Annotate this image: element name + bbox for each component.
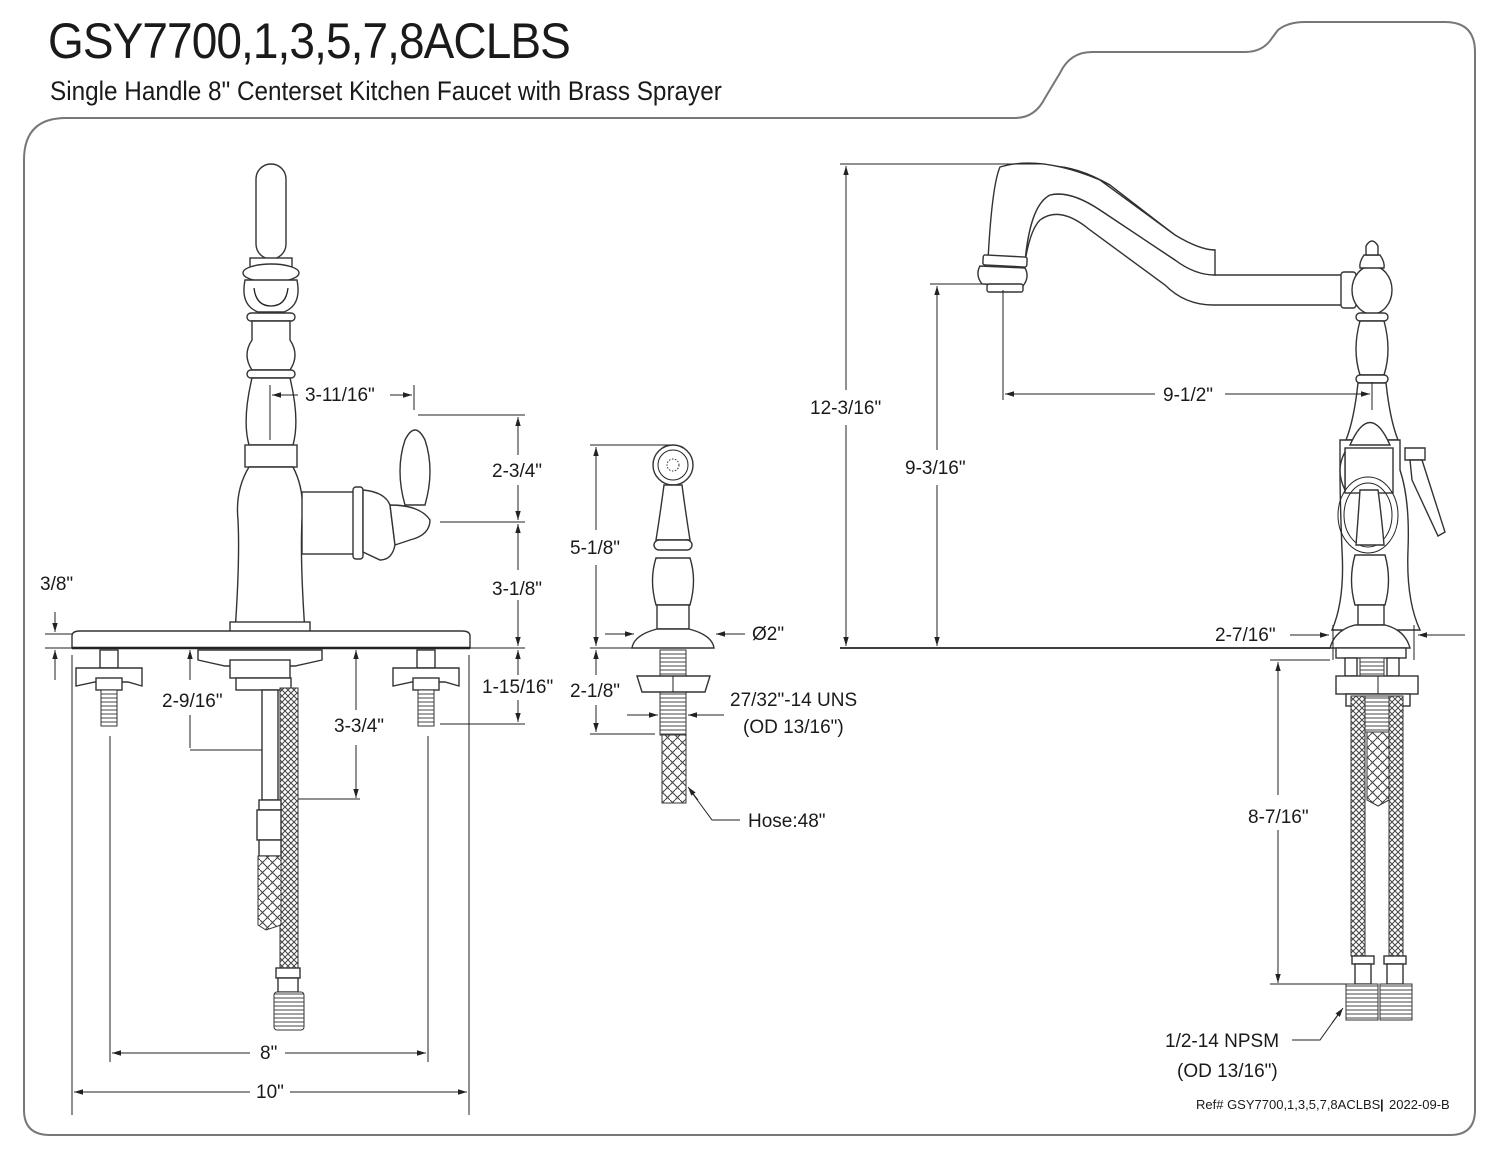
- dim-supply-od: (OD 13/16"): [1177, 1061, 1278, 1082]
- dim-bolt-length: 1-15/16": [482, 677, 553, 698]
- front-view-dimensions: 3-11/16" 2-3/4" 3-1/8" 3/8" 2-9/16" 3-3/…: [40, 385, 553, 1115]
- dim-overall-height: 12-3/16": [810, 398, 881, 419]
- dim-sprayer-height: 5-1/8": [570, 538, 620, 559]
- side-view-faucet: [977, 162, 1446, 1021]
- dim-shank-length: 3-3/4": [334, 716, 384, 737]
- reference-separator: |: [1380, 1097, 1384, 1112]
- dim-shank-to-nut: 2-9/16": [162, 691, 223, 712]
- dim-sprayer-base-diameter: Ø2": [752, 624, 784, 645]
- dim-hose-length: Hose:48": [748, 811, 826, 832]
- model-number-title: GSY7700,1,3,5,7,8ACLBS: [48, 13, 571, 69]
- dim-thread-od: (OD 13/16"): [743, 717, 844, 738]
- dim-thread-spec: 27/32"-14 UNS: [730, 690, 857, 711]
- dim-handle-base-height: 3-1/8": [492, 579, 542, 600]
- drawing-frame: [23, 21, 1476, 1136]
- dim-plate-width: 10": [256, 1082, 284, 1103]
- dim-sprayer-shank: 2-1/8": [570, 681, 620, 702]
- revision-code: 2022-09-B: [1389, 1097, 1450, 1112]
- dim-supply-thread: 1/2-14 NPSM: [1165, 1031, 1279, 1052]
- dim-spout-clearance: 9-3/16": [905, 458, 966, 479]
- sprayer-dimensions: 5-1/8" Ø2" 2-1/8" 27/32"-14 UNS (OD 13/1…: [570, 444, 857, 832]
- dim-spout-reach: 9-1/2": [1163, 385, 1213, 406]
- side-view-dimensions: 12-3/16" 9-3/16" 9-1/2" 2-7/16" 8-7/16" …: [810, 163, 1465, 1082]
- reference-number: Ref# GSY7700,1,3,5,7,8ACLBS: [1196, 1097, 1381, 1112]
- product-description: Single Handle 8" Centerset Kitchen Fauce…: [50, 76, 722, 106]
- sprayer-view: [631, 444, 715, 804]
- dim-supply-length: 8-7/16": [1248, 807, 1309, 828]
- dim-centers: 8": [260, 1043, 277, 1064]
- front-view-faucet: [71, 163, 471, 1031]
- dim-base-width: 2-7/16": [1215, 625, 1276, 646]
- dim-handle-height: 2-3/4": [492, 461, 542, 482]
- dim-handle-reach: 3-11/16": [305, 385, 375, 406]
- dim-deckplate-thickness: 3/8": [40, 574, 73, 595]
- footer-reference: Ref# GSY7700,1,3,5,7,8ACLBS | 2022-09-B: [1196, 1097, 1450, 1112]
